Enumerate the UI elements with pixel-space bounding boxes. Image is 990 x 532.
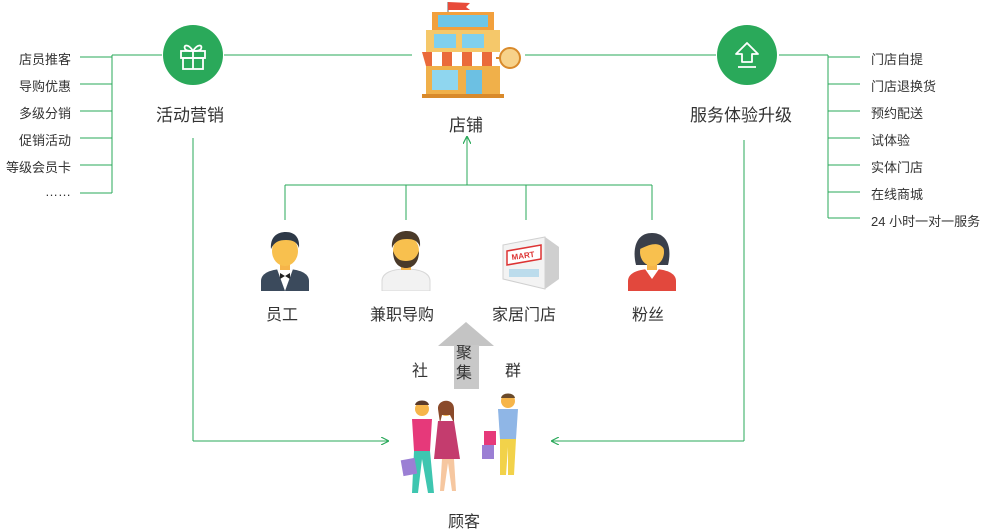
activity-item-6: …… — [45, 184, 71, 199]
activity-circle[interactable] — [163, 25, 223, 85]
mart-building-icon: MART — [497, 235, 563, 291]
service-item-4: 试体验 — [871, 133, 911, 148]
service-item-3: 预约配送 — [871, 106, 924, 121]
activity-item-1: 店员推客 — [18, 52, 71, 67]
storefront-icon — [410, 0, 525, 100]
service-title: 服务体验升级 — [690, 106, 792, 125]
customer-title: 顾客 — [448, 514, 481, 531]
aggregate-right-label: 群 — [505, 363, 522, 380]
bearded-person-icon — [378, 229, 434, 291]
activity-item-2: 导购优惠 — [18, 79, 71, 94]
activity-item-5: 等级会员卡 — [5, 160, 71, 175]
upload-arrow-icon — [735, 42, 759, 68]
aggregate-left-label: 社 — [412, 363, 429, 380]
role-label-fans: 粉丝 — [632, 307, 665, 324]
staff-person-icon — [257, 229, 313, 291]
aggregate-vertical-label: 聚集 — [456, 345, 473, 382]
service-circle[interactable] — [717, 25, 777, 85]
activity-item-3: 多级分销 — [18, 106, 71, 121]
fan-woman-icon — [624, 229, 680, 291]
role-label-guide: 兼职导购 — [370, 307, 435, 324]
service-item-6: 在线商城 — [871, 187, 924, 202]
svg-text:MART: MART — [511, 250, 535, 262]
activity-title: 活动营销 — [156, 106, 224, 125]
activity-item-4: 促销活动 — [18, 133, 71, 148]
store-title: 店铺 — [449, 116, 483, 135]
service-item-7: 24 小时一对一服务 — [871, 214, 981, 229]
aggregate-arrow — [438, 322, 494, 389]
gift-icon — [180, 44, 206, 70]
role-label-staff: 员工 — [266, 307, 299, 324]
service-item-2: 门店退换货 — [871, 79, 937, 94]
role-label-store: 家居门店 — [492, 307, 557, 324]
service-item-1: 门店自提 — [871, 52, 924, 67]
shoppers-icon — [396, 393, 526, 501]
service-item-5: 实体门店 — [871, 160, 924, 175]
